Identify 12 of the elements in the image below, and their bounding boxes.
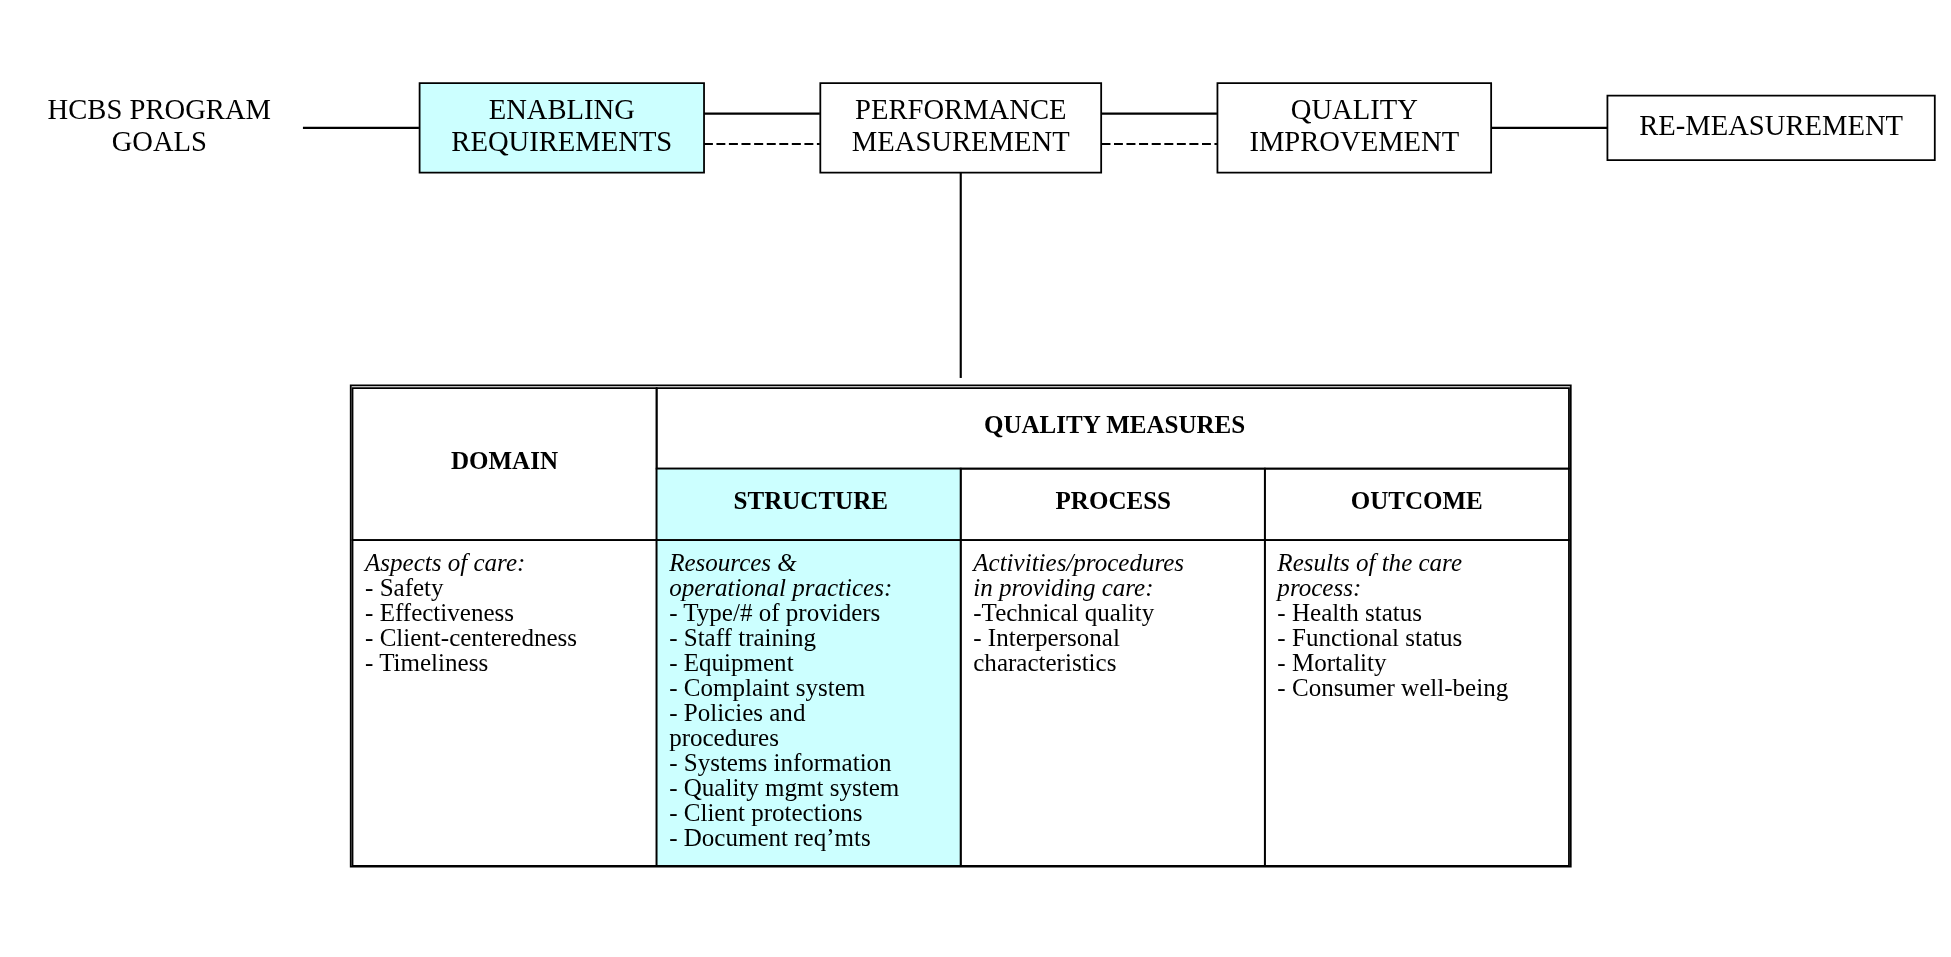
connector — [302, 126, 419, 129]
connector — [959, 173, 962, 378]
node-box: PERFORMANCE MEASUREMENT — [819, 82, 1103, 174]
connector — [1101, 112, 1217, 115]
node-box: ENABLING REQUIREMENTS — [418, 82, 705, 174]
node-text: HCBS PROGRAM GOALS — [47, 92, 272, 157]
node-box: QUALITY IMPROVEMENT — [1216, 82, 1493, 174]
connector — [704, 112, 820, 115]
connector — [1101, 142, 1217, 146]
connector — [1491, 126, 1608, 129]
connector — [704, 142, 820, 146]
node-box: RE-MEASUREMENT — [1606, 94, 1936, 161]
